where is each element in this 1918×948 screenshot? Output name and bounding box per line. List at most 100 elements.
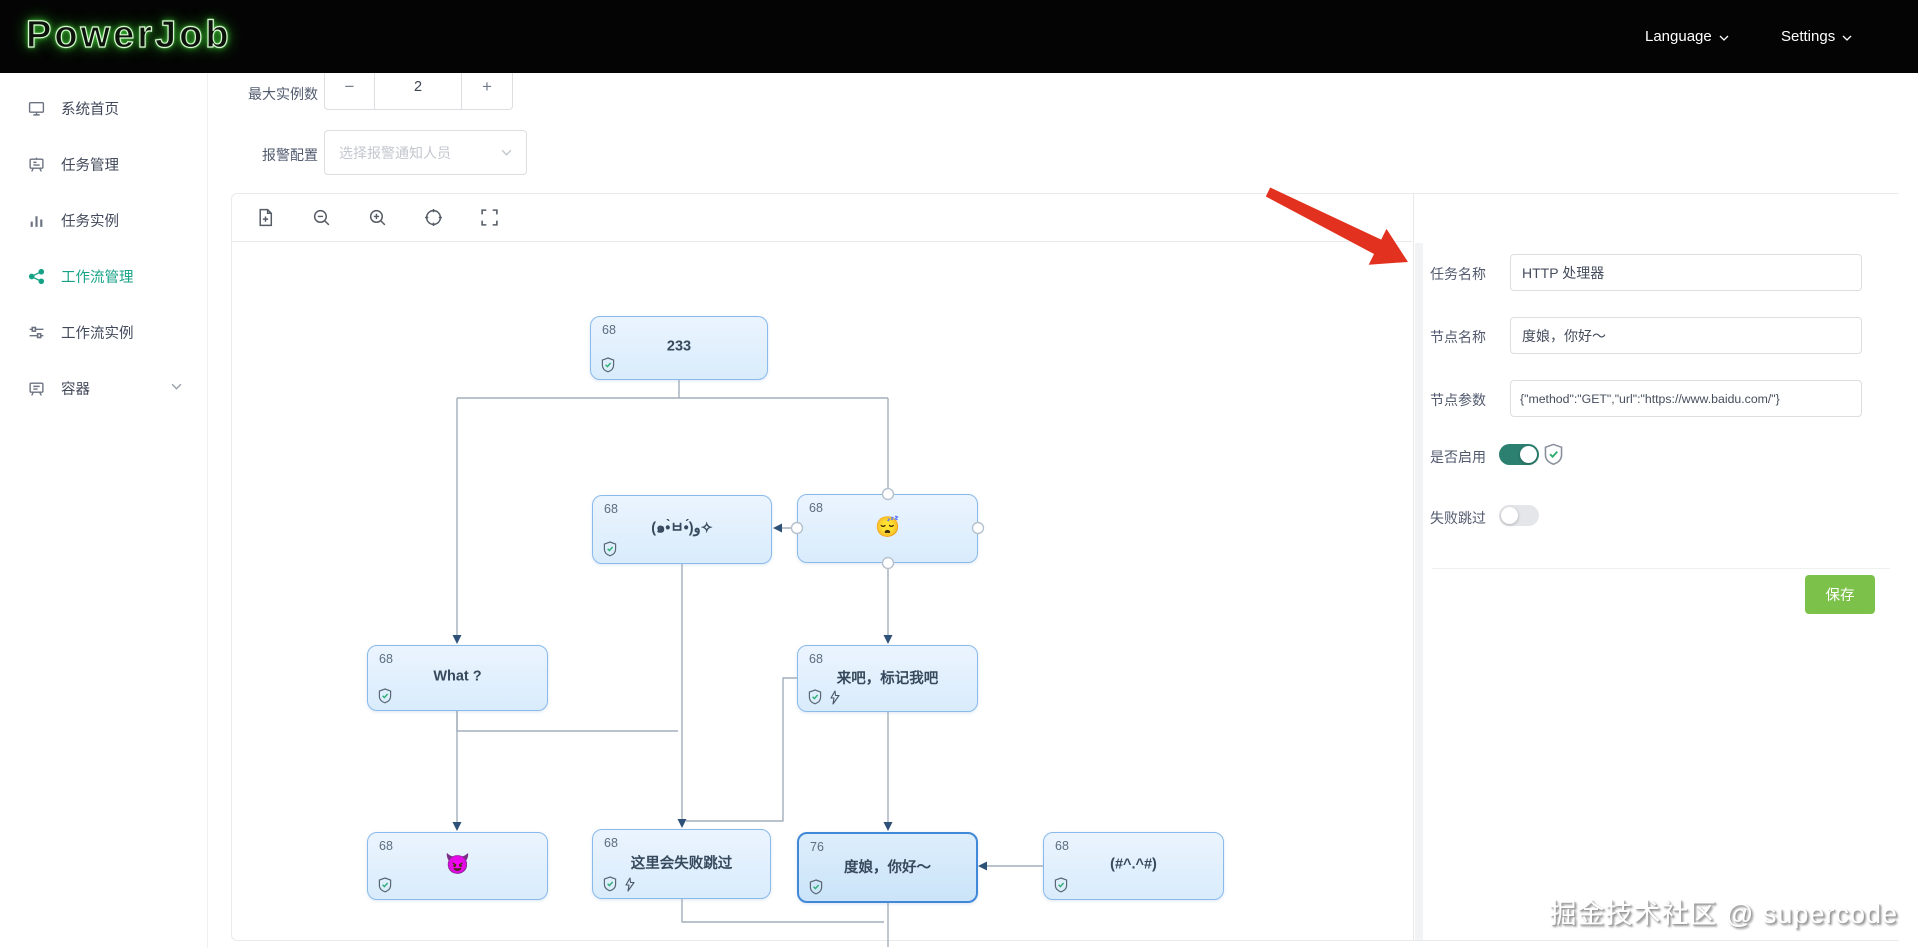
alarm-select[interactable]: 选择报警通知人员 [324, 130, 527, 175]
node-label: 度娘，你好～ [844, 859, 931, 876]
enable-toggle[interactable] [1499, 444, 1539, 465]
node-status-icons [603, 876, 635, 892]
node-job-id: 68 [1055, 839, 1069, 853]
node-job-id: 68 [379, 652, 393, 666]
task-name-input[interactable] [1510, 254, 1862, 291]
node-status-icons [378, 877, 392, 893]
node-job-id: 68 [604, 502, 618, 516]
sidebar-item-label: 工作流管理 [61, 269, 134, 286]
node-status-icons [1054, 877, 1068, 893]
sidebar-item-instances[interactable]: 任务实例 [0, 198, 208, 242]
node-name-label: 节点名称 [1430, 329, 1486, 345]
node-status-icons [378, 688, 392, 704]
workflow-node[interactable]: 68 来吧，标记我吧 [797, 645, 978, 712]
shield-check-icon [603, 876, 617, 892]
node-job-id: 68 [604, 836, 618, 850]
node-label: (#^.^#) [1110, 856, 1157, 873]
shield-check-icon [1054, 877, 1068, 893]
zoom-out-icon[interactable] [310, 207, 332, 229]
workflow-editor-card: 任务名称 节点名称 节点参数 是否启用 失败跳过 保存 [231, 193, 1902, 941]
skip-on-fail-toggle[interactable] [1499, 505, 1539, 526]
sidebar-item-workflow-manage[interactable]: 工作流管理 [0, 254, 208, 298]
sidebar-item-label: 容器 [61, 381, 90, 398]
node-job-id: 68 [379, 839, 393, 853]
shield-check-icon [1544, 443, 1563, 466]
workflow-node[interactable]: 68 233 [590, 316, 768, 380]
alarm-config-label: 报警配置 [262, 147, 318, 163]
sidebar-item-label: 任务实例 [61, 213, 119, 230]
workflow-node[interactable]: 68 (#^.^#) [1043, 832, 1224, 900]
node-label: 来吧，标记我吧 [836, 670, 939, 687]
sidebar: 系统首页 任务管理 任务实例 工作流管理 工作流实例 容器 [0, 73, 208, 948]
sidebar-item-label: 工作流实例 [61, 325, 134, 342]
fullscreen-icon[interactable] [478, 207, 500, 229]
language-label: Language [1645, 28, 1712, 45]
save-button[interactable]: 保存 [1805, 575, 1875, 614]
task-name-label: 任务名称 [1430, 266, 1486, 282]
sidebar-item-label: 任务管理 [61, 157, 119, 174]
node-params-input[interactable] [1510, 380, 1862, 417]
sidebar-item-container[interactable]: 容器 [0, 366, 208, 410]
board-icon [29, 157, 44, 172]
node-label: (๑•̀ㅂ•́)و✧ [651, 520, 713, 537]
watermark: 掘金技术社区 @ supercode [1549, 899, 1898, 929]
sidebar-item-home[interactable]: 系统首页 [0, 86, 208, 130]
node-status-icons [603, 541, 617, 557]
top-header: PowerJob Language Settings [0, 0, 1918, 73]
sidebar-item-label: 系统首页 [61, 101, 119, 118]
node-label: What ? [433, 668, 482, 685]
chevron-down-icon [1842, 35, 1852, 41]
workflow-node[interactable]: 68 😴 [797, 494, 978, 563]
settings-label: Settings [1781, 28, 1836, 45]
panel-divider [1432, 568, 1890, 569]
node-status-icons [809, 879, 823, 895]
crosshair-icon[interactable] [422, 207, 444, 229]
workflow-node[interactable]: 68 😈 [367, 832, 548, 900]
workflow-node[interactable]: 68 (๑•̀ㅂ•́)و✧ [592, 495, 772, 564]
node-status-icons [601, 357, 615, 373]
chevron-down-icon [171, 383, 182, 390]
lightning-icon [830, 689, 840, 705]
shield-check-icon [378, 877, 392, 893]
new-node-icon[interactable] [254, 207, 276, 229]
zoom-in-icon[interactable] [366, 207, 388, 229]
sliders-icon [29, 326, 44, 338]
settings-menu[interactable]: Settings [1781, 0, 1852, 73]
node-params-label: 节点参数 [1430, 392, 1486, 408]
monitor-icon [28, 101, 45, 116]
lightning-icon [625, 876, 635, 892]
sidebar-item-jobs[interactable]: 任务管理 [0, 142, 208, 186]
node-label: 😈 [445, 853, 470, 876]
node-label: 233 [666, 338, 692, 355]
max-instances-label: 最大实例数 [248, 86, 318, 102]
node-job-id: 68 [602, 323, 616, 337]
language-menu[interactable]: Language [1645, 0, 1729, 73]
shield-check-icon [809, 879, 823, 895]
panel-scrollbar[interactable] [1415, 243, 1423, 940]
board-icon [29, 381, 44, 396]
workflow-node[interactable]: 76 度娘，你好～ [797, 832, 978, 903]
chevron-down-icon [1719, 35, 1729, 41]
canvas-toolbar [232, 194, 1412, 242]
node-label: 😴 [875, 516, 900, 538]
shield-check-icon [808, 689, 822, 705]
node-job-id: 68 [809, 652, 823, 666]
node-status-icons [808, 689, 840, 705]
node-name-input[interactable] [1510, 317, 1862, 354]
node-job-id: 76 [810, 840, 824, 854]
share-network-icon [28, 268, 45, 284]
node-job-id: 68 [809, 501, 823, 515]
alarm-select-placeholder: 选择报警通知人员 [339, 144, 451, 161]
sidebar-item-workflow-instances[interactable]: 工作流实例 [0, 310, 208, 354]
shield-check-icon [603, 541, 617, 557]
chevron-down-icon [501, 149, 512, 156]
shield-check-icon [378, 688, 392, 704]
enable-label: 是否启用 [1430, 449, 1486, 465]
bar-chart-icon [30, 215, 43, 227]
shield-check-icon [601, 357, 615, 373]
powerjob-logo: PowerJob [25, 13, 232, 56]
skip-on-fail-label: 失败跳过 [1430, 510, 1486, 526]
node-label: 这里会失败跳过 [630, 855, 733, 872]
workflow-node[interactable]: 68 这里会失败跳过 [592, 829, 771, 899]
